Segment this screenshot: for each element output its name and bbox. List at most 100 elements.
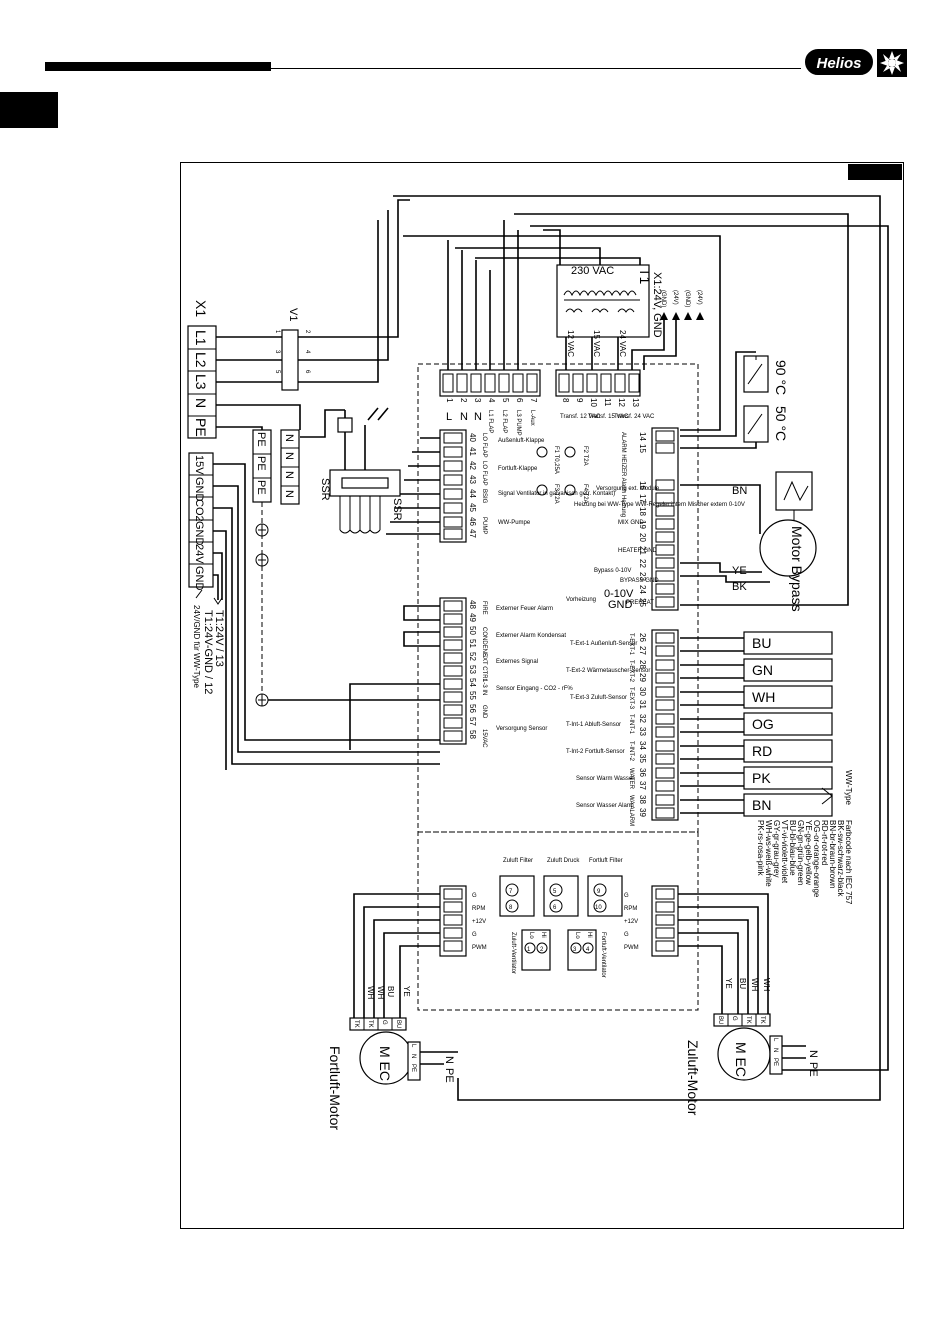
ww-type-label: WW-Type	[844, 770, 853, 806]
svg-text:T-Int-1 Abluft-Sensor: T-Int-1 Abluft-Sensor	[566, 722, 621, 728]
svg-text:BU: BU	[717, 1016, 723, 1024]
svg-text:YE: YE	[732, 565, 747, 577]
svg-text:Externer Feuer Alarm: Externer Feuer Alarm	[496, 606, 553, 612]
fortluft-motor	[349, 1017, 421, 1085]
svg-text:PE: PE	[772, 1058, 778, 1066]
note-ww-type: 24V/GND für WW-Type	[192, 605, 201, 689]
svg-text:RD-rt-rot-red: RD-rt-rot-red	[820, 820, 829, 865]
svg-text:WH-ws-weiß-white: WH-ws-weiß-white	[764, 820, 773, 887]
svg-text:+12V: +12V	[472, 919, 486, 925]
svg-text:4: 4	[586, 947, 590, 953]
svg-text:10: 10	[595, 905, 602, 911]
svg-text:Sensor Warm Wasser: Sensor Warm Wasser	[576, 776, 634, 782]
svg-text:HEATER GND: HEATER GND	[618, 548, 658, 554]
svg-text:+12V: +12V	[624, 919, 638, 925]
svg-text:PE: PE	[255, 456, 267, 471]
svg-text:16: 16	[638, 481, 647, 490]
right-terminals-14-25	[651, 427, 679, 611]
transformer-name: T1	[637, 268, 653, 285]
svg-text:PWM: PWM	[624, 945, 639, 951]
svg-text:BK: BK	[732, 581, 747, 593]
sensor-terminals-26-39	[651, 629, 679, 821]
svg-text:48: 48	[468, 600, 477, 609]
svg-text:1: 1	[445, 398, 454, 403]
svg-text:57: 57	[468, 717, 477, 726]
n-block: N N N N	[280, 429, 300, 505]
svg-text:TK: TK	[745, 1016, 751, 1024]
svg-text:OG: OG	[752, 716, 774, 732]
svg-text:24 VAC: 24 VAC	[618, 330, 627, 357]
svg-text:38: 38	[638, 795, 647, 804]
svg-text:3: 3	[473, 398, 482, 403]
fuse-v1: 1 2 3 4 5 6	[274, 329, 310, 391]
svg-text:T-Ext-2 Wärmetauscher-Sensor: T-Ext-2 Wärmetauscher-Sensor	[566, 668, 650, 674]
svg-text:13: 13	[631, 398, 640, 407]
fan-connector-right	[651, 885, 679, 957]
svg-text:F3 T2A: F3 T2A	[553, 484, 559, 504]
svg-text:32: 32	[638, 714, 647, 723]
svg-text:EXT CTRL: EXT CTRL	[481, 653, 487, 683]
svg-text:39: 39	[638, 808, 647, 817]
svg-text:GN: GN	[752, 662, 773, 678]
svg-text:23: 23	[638, 572, 647, 581]
svg-text:N: N	[283, 452, 295, 460]
svg-text:PE: PE	[255, 480, 267, 495]
svg-text:49: 49	[468, 613, 477, 622]
svg-text:PK: PK	[752, 770, 771, 786]
svg-text:T-INT-1: T-INT-1	[628, 714, 634, 735]
transformer-output-label: X1:24V, GND	[651, 272, 663, 338]
logo-wordmark: Helios	[805, 49, 873, 75]
svg-text:Zuluft-Ventilator: Zuluft-Ventilator	[510, 932, 516, 974]
legend-title: Farbcode nach IEC 757	[844, 820, 853, 905]
svg-text:10: 10	[589, 398, 598, 407]
svg-text:TK: TK	[759, 1016, 765, 1024]
svg-text:Versorgung ext. Module: Versorgung ext. Module	[596, 486, 660, 492]
svg-text:Signal Ventilator in galvanisc: Signal Ventilator in galvanisch getr. Ko…	[498, 491, 615, 497]
svg-text:T-Ext-1 Außenluft-Sensor: T-Ext-1 Außenluft-Sensor	[570, 641, 637, 647]
svg-text:RD: RD	[752, 743, 772, 759]
svg-text:Versorgung Sensor: Versorgung Sensor	[496, 726, 547, 732]
svg-text:15V: 15V	[193, 455, 205, 475]
svg-text:1: 1	[527, 947, 531, 953]
svg-text:15 VAC: 15 VAC	[592, 330, 601, 357]
svg-text:Transf. 24 VAC: Transf. 24 VAC	[614, 414, 655, 420]
svg-text:21: 21	[638, 546, 647, 555]
svg-text:54: 54	[468, 678, 477, 687]
svg-text:L-Aux: L-Aux	[529, 410, 535, 426]
svg-text:GND: GND	[481, 705, 487, 719]
svg-text:Hi: Hi	[586, 932, 592, 938]
svg-text:BSIG: BSIG	[481, 489, 487, 504]
svg-text:WH: WH	[750, 978, 759, 992]
svg-text:1-3 IN: 1-3 IN	[481, 679, 487, 695]
mains-pe: PE	[193, 418, 209, 437]
zuluft-motor	[713, 1013, 783, 1081]
svg-text:2: 2	[304, 330, 310, 334]
svg-text:Transf. 12 VAC: Transf. 12 VAC	[560, 414, 601, 420]
svg-text:G: G	[624, 893, 629, 899]
svg-text:N: N	[410, 1054, 416, 1058]
svg-text:N: N	[283, 471, 295, 479]
svg-text:7: 7	[529, 398, 538, 403]
svg-text:T-Ext-3 Zuluft-Sensor: T-Ext-3 Zuluft-Sensor	[570, 695, 627, 701]
svg-text:RPM: RPM	[624, 906, 637, 912]
svg-text:47: 47	[468, 529, 477, 538]
svg-text:14: 14	[638, 432, 647, 441]
svg-text:2: 2	[540, 947, 544, 953]
svg-text:L: L	[446, 411, 452, 423]
svg-text:OG-or-orange-orange: OG-or-orange-orange	[812, 820, 821, 898]
svg-text:0-10V: 0-10V	[604, 588, 634, 600]
svg-text:26: 26	[638, 633, 647, 642]
lowvolt-block: 15V GND CO2 GND 24V GND	[188, 452, 214, 591]
svg-text:8: 8	[561, 398, 570, 403]
svg-text:Externer Alarm Kondensat: Externer Alarm Kondensat	[496, 633, 566, 639]
svg-text:(GND): (GND)	[660, 290, 666, 307]
svg-text:52: 52	[468, 652, 477, 661]
svg-text:17: 17	[638, 494, 647, 503]
svg-text:PWM: PWM	[472, 945, 487, 951]
svg-text:Heizung bei WW-Type WW-Regeler: Heizung bei WW-Type WW-Regeler intern Mi…	[574, 502, 745, 508]
svg-text:L2 FLAP: L2 FLAP	[501, 410, 507, 433]
svg-text:N: N	[443, 1056, 455, 1064]
svg-text:WA ALARM: WA ALARM	[628, 795, 634, 826]
svg-text:TK: TK	[367, 1020, 373, 1028]
svg-text:F2 T2A: F2 T2A	[582, 446, 588, 466]
